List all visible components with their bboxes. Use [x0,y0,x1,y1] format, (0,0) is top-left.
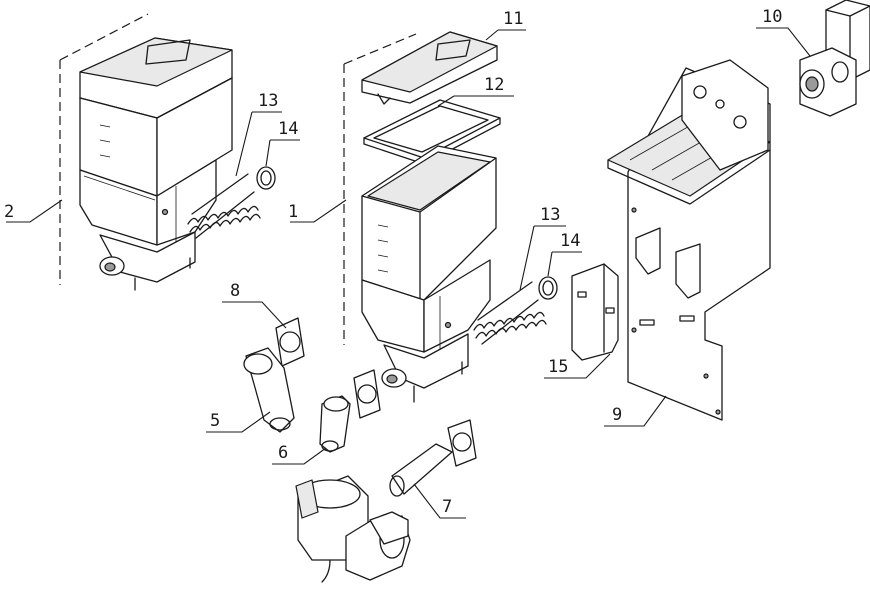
callout-2: 2 [4,202,14,222]
callout-6: 6 [278,443,288,463]
callout-15: 15 [548,357,568,377]
spring-part-13-left [187,173,261,239]
callout-13-left: 13 [258,91,278,111]
callout-14-right: 14 [560,231,580,251]
callout-13-right: 13 [540,205,560,225]
callout-5: 5 [210,411,220,431]
canister-assembly-part-2 [59,13,233,291]
callout-7: 7 [442,497,452,517]
motor-part-10 [799,0,870,117]
callout-9: 9 [612,405,622,425]
canister-exploded-part-1 [343,31,501,403]
callout-11: 11 [503,9,523,29]
cover-plate-part-15 [571,263,619,361]
elbow-pipe-part-5 [243,347,295,433]
mixing-chamber-pump-assembly [295,475,411,583]
seal-ring-part-14-left [256,166,276,190]
bent-pipe-part-6 [319,369,381,453]
callout-leaders [6,27,811,519]
flange-part-8 [275,317,305,367]
mounting-frame-part-9 [607,59,771,421]
seal-ring-part-14-right [538,276,558,300]
callout-8: 8 [230,281,240,301]
callout-14-left: 14 [278,119,298,139]
callout-12: 12 [484,75,504,95]
spring-part-13-right [473,281,547,345]
callout-1: 1 [288,202,298,222]
conical-tube-part-7 [389,419,477,497]
callout-labels: 2 1 11 12 13 14 13 14 10 8 15 9 5 6 7 [4,7,782,517]
callout-10: 10 [762,7,782,27]
